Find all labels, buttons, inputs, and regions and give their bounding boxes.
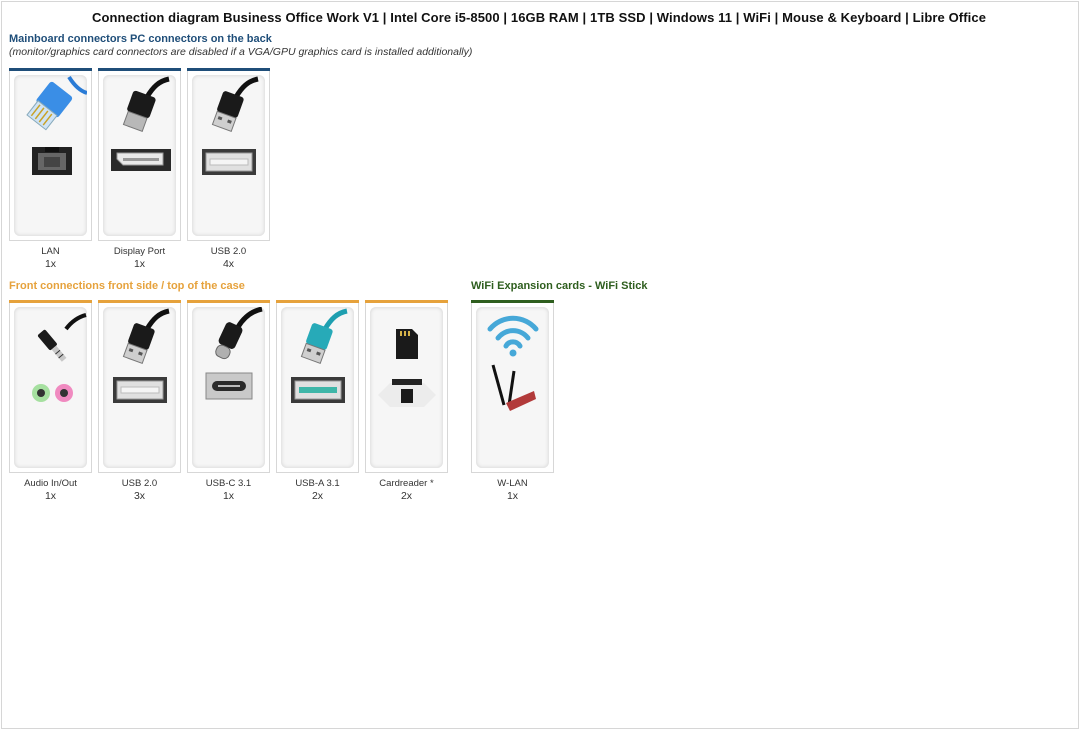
connector-card-usba31: USB-A 3.1 2x [276,300,359,503]
usb-icon [202,76,259,175]
usb3-icon [291,308,348,403]
connector-label: LAN [41,246,60,257]
wifi-heading: WiFi Expansion cards - WiFi Stick [471,280,648,292]
connector-label: W-LAN [497,478,528,489]
sd-card-icon [378,329,436,407]
connector-count: 3x [133,490,146,502]
usb-c-icon [205,307,263,400]
connector-count: 4x [222,258,235,270]
connector-count: 1x [44,490,57,502]
connector-card-usb20-front: USB 2.0 3x [98,300,181,503]
connector-count: 1x [133,258,146,270]
connector-count: 2x [400,490,413,502]
connector-label: USB 2.0 [210,246,247,257]
connector-card-displayport: Display Port 1x [98,68,181,271]
connector-card-wlan: W-LAN 1x [471,300,554,503]
page-title: Connection diagram Business Office Work … [91,10,987,25]
connector-count: 1x [506,490,519,502]
connector-label: USB 2.0 [121,478,158,489]
wifi-icon [487,315,539,411]
connector-card-audio: Audio In/Out 1x [9,300,92,503]
connector-card-lan: LAN 1x [9,68,92,271]
mainboard-note: (monitor/graphics card connectors are di… [9,46,473,58]
lan-icon [26,75,87,175]
connector-label: Cardreader * [379,478,434,489]
displayport-icon [111,76,171,171]
front-heading: Front connections front side / top of th… [9,280,245,292]
connector-count: 1x [44,258,57,270]
connector-count: 2x [311,490,324,502]
connector-card-cardreader: Cardreader * 2x [365,300,448,503]
mainboard-heading: Mainboard connectors PC connectors on th… [9,33,272,45]
connector-card-usb20-back: USB 2.0 4x [187,68,270,271]
usb-icon [113,308,170,403]
audio-jack-icon [32,313,87,402]
connector-label: USB-C 3.1 [205,478,252,489]
connector-count: 1x [222,490,235,502]
connector-label: USB-A 3.1 [295,478,340,489]
connector-card-usbc: USB-C 3.1 1x [187,300,270,503]
connector-label: Audio In/Out [24,478,77,489]
connector-label: Display Port [113,246,166,257]
